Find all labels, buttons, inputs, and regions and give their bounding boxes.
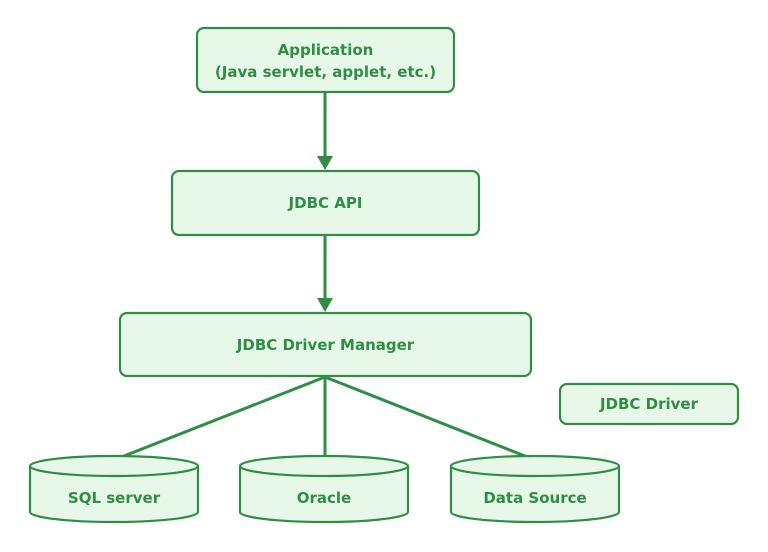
jdbc-driver-label: JDBC Driver	[599, 395, 699, 413]
oracle-database: Oracle	[238, 454, 410, 524]
edge-manager-to-data-source	[323, 375, 537, 462]
application-subtitle: (Java servlet, applet, etc.)	[215, 63, 436, 81]
driver-manager-label: JDBC Driver Manager	[236, 336, 415, 354]
sql-server-database: SQL server	[28, 454, 200, 524]
jdbc-api-label: JDBC API	[288, 194, 363, 212]
application-title: Application	[278, 41, 374, 59]
oracle-cylinder-top	[238, 454, 410, 478]
sql-server-cylinder-body	[28, 466, 200, 524]
arrowhead-to-driver-manager	[317, 298, 333, 312]
application-node: Application (Java servlet, applet, etc.)	[195, 26, 456, 94]
data-source-cylinder-top	[449, 454, 621, 478]
data-source-label: Data Source	[483, 489, 586, 507]
arrowhead-to-jdbc-api	[317, 156, 333, 170]
jdbc-api-node: JDBC API	[170, 169, 481, 237]
sql-server-cylinder-top	[28, 454, 200, 478]
oracle-label: Oracle	[297, 489, 351, 507]
data-source-cylinder-body	[449, 466, 621, 524]
sql-server-label: SQL server	[68, 489, 161, 507]
oracle-cylinder-body	[238, 466, 410, 524]
driver-manager-node: JDBC Driver Manager	[118, 311, 533, 378]
jdbc-driver-node: JDBC Driver	[558, 382, 740, 426]
edge-manager-to-sql-server	[112, 375, 327, 462]
data-source-database: Data Source	[449, 454, 621, 524]
